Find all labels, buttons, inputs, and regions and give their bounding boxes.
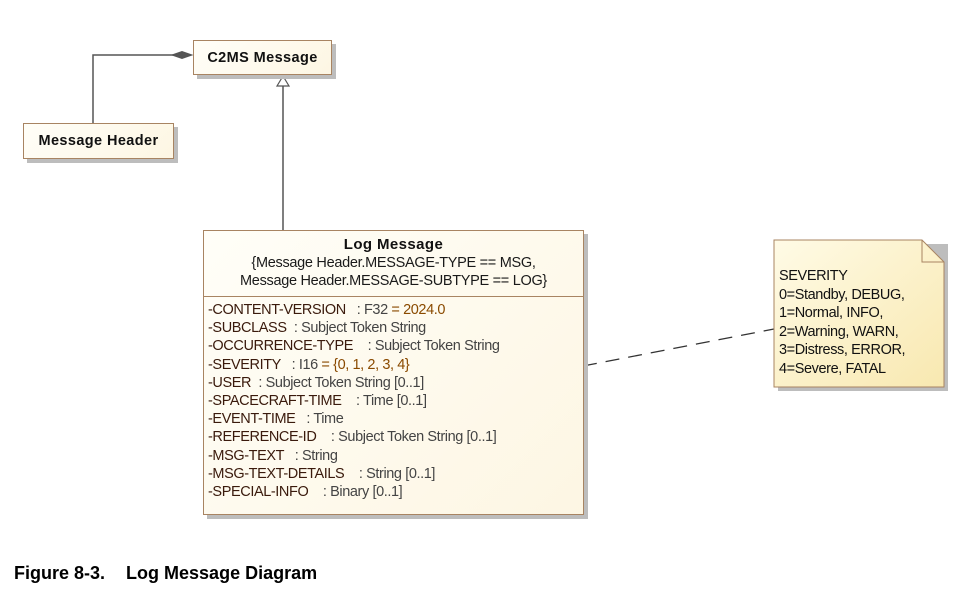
attribute-name: -OCCURRENCE-TYPE	[208, 338, 354, 355]
attribute-name: -REFERENCE-ID	[208, 429, 317, 446]
attribute-name: -USER	[208, 374, 252, 391]
attribute-name: -MSG-TEXT	[208, 447, 284, 464]
class-name: Message Header	[38, 133, 159, 149]
attribute-type: : Subject Token String	[286, 320, 426, 337]
attribute-type: : Subject Token String [0..1]	[251, 374, 424, 391]
note-line: 2=Warning, WARN,	[779, 323, 899, 340]
attribute-name: -MSG-TEXT-DETAILS	[208, 465, 345, 482]
attribute-type: : String	[283, 447, 338, 464]
attribute-name: -SPECIAL-INFO	[208, 484, 309, 501]
class-header: Log Message {Message Header.MESSAGE-TYPE…	[204, 231, 583, 297]
class-message-header[interactable]: Message Header	[23, 123, 174, 159]
attribute-name: -SPACECRAFT-TIME	[208, 393, 342, 410]
class-name: Log Message	[343, 236, 444, 253]
note-line: 3=Distress, ERROR,	[779, 342, 906, 358]
attribute-row: -OCCURRENCE-TYPE : Subject Token String	[208, 337, 583, 355]
attribute-list: -CONTENT-VERSION : F32 = 2024.0 -SUBCLAS…	[204, 297, 583, 501]
attribute-type: : F32	[345, 302, 388, 318]
attribute-type: : Subject Token String [0..1]	[316, 429, 497, 446]
figure-caption: Figure 8-3. Log Message Diagram	[14, 563, 317, 584]
note-shape-icon	[773, 239, 948, 391]
note-line: 0=Standby, DEBUG,	[779, 286, 905, 303]
attribute-row: -EVENT-TIME : Time	[208, 410, 583, 428]
figure-number: Figure 8-3.	[14, 563, 106, 583]
attribute-row: -REFERENCE-ID : Subject Token String [0.…	[208, 428, 583, 446]
note-line: SEVERITY	[779, 268, 848, 284]
attribute-row: -MSG-TEXT-DETAILS : String [0..1]	[208, 465, 583, 483]
attribute-name: -SEVERITY	[208, 356, 281, 373]
attribute-type: : String [0..1]	[344, 465, 436, 482]
attribute-row: -SPECIAL-INFO : Binary [0..1]	[208, 483, 583, 501]
attribute-type: : Subject Token String	[353, 338, 500, 355]
attribute-type: : Time	[295, 411, 344, 428]
class-name: C2MS Message	[207, 49, 318, 66]
attribute-type: : Time [0..1]	[341, 393, 427, 410]
attribute-row: -CONTENT-VERSION : F32 = 2024.0	[208, 301, 583, 319]
severity-note[interactable]: SEVERITY 0=Standby, DEBUG, 1=Normal, INF…	[773, 239, 948, 391]
class-c2ms-message[interactable]: C2MS Message	[193, 40, 332, 75]
attribute-name: -SUBCLASS	[208, 320, 287, 337]
attribute-default: = {0, 1, 2, 3, 4}	[317, 356, 410, 373]
attribute-row: -MSG-TEXT : String	[208, 447, 583, 465]
attribute-type: : I16	[280, 356, 319, 373]
attribute-row: -SEVERITY : I16 = {0, 1, 2, 3, 4}	[208, 356, 583, 374]
composition-line	[92, 54, 178, 123]
composition-diamond-icon	[170, 50, 194, 60]
constraint-line: Message Header.MESSAGE-SUBTYPE == LOG}	[240, 273, 547, 289]
attribute-row: -SUBCLASS : Subject Token String	[208, 319, 583, 337]
class-log-message[interactable]: Log Message {Message Header.MESSAGE-TYPE…	[203, 230, 584, 515]
note-line: 4=Severe, FATAL	[779, 360, 886, 377]
note-line: 1=Normal, INFO,	[779, 305, 883, 321]
note-text: SEVERITY 0=Standby, DEBUG, 1=Normal, INF…	[779, 267, 906, 378]
attribute-name: -EVENT-TIME	[208, 411, 296, 428]
attribute-name: -CONTENT-VERSION	[208, 302, 346, 318]
figure-title: Log Message Diagram	[126, 563, 318, 583]
attribute-default: = 2024.0	[387, 302, 446, 318]
attribute-row: -USER : Subject Token String [0..1]	[208, 374, 583, 392]
constraint-line: {Message Header.MESSAGE-TYPE == MSG,	[251, 255, 536, 271]
generalization-arrow-icon	[275, 74, 291, 87]
attribute-type: : Binary [0..1]	[308, 484, 403, 501]
attribute-row: -SPACECRAFT-TIME : Time [0..1]	[208, 392, 583, 410]
note-anchor-line	[582, 328, 775, 367]
